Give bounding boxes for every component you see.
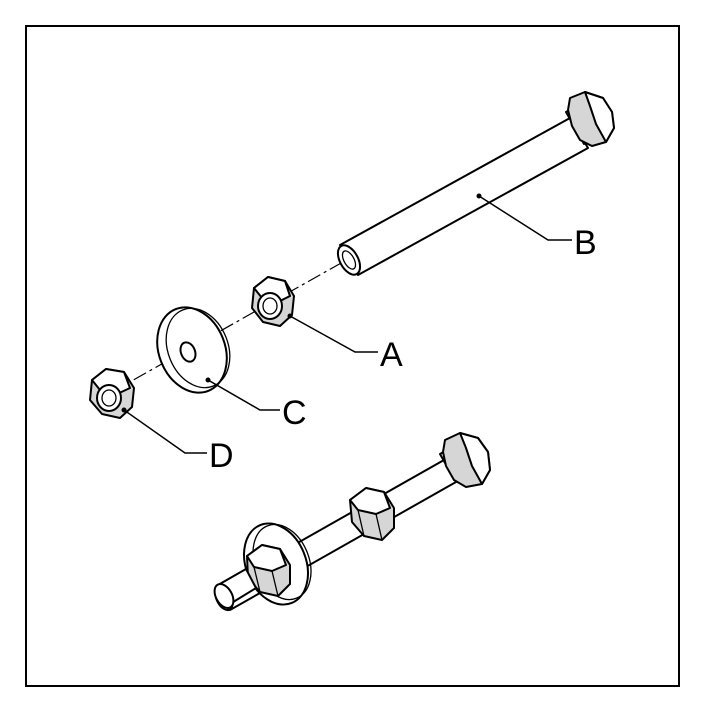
leader-d-dot <box>121 407 127 413</box>
leader-c-dot <box>205 377 211 383</box>
callout-b: B <box>574 224 597 262</box>
leader-a-dot <box>287 313 293 319</box>
washer-c <box>156 306 231 394</box>
nut-d <box>89 368 135 419</box>
leader-d <box>123 409 207 454</box>
leader-b <box>478 195 572 241</box>
leader-a <box>289 315 378 353</box>
callout-a: A <box>380 336 403 374</box>
long-bolt-b <box>336 91 615 276</box>
center-axis-line <box>111 257 351 393</box>
leader-c <box>207 379 280 411</box>
leader-b-dot <box>476 193 482 199</box>
callout-c: C <box>282 394 307 432</box>
assembled-bolt-view <box>213 432 491 612</box>
callout-d: D <box>209 437 234 475</box>
exploded-view: B A C D <box>89 91 615 475</box>
